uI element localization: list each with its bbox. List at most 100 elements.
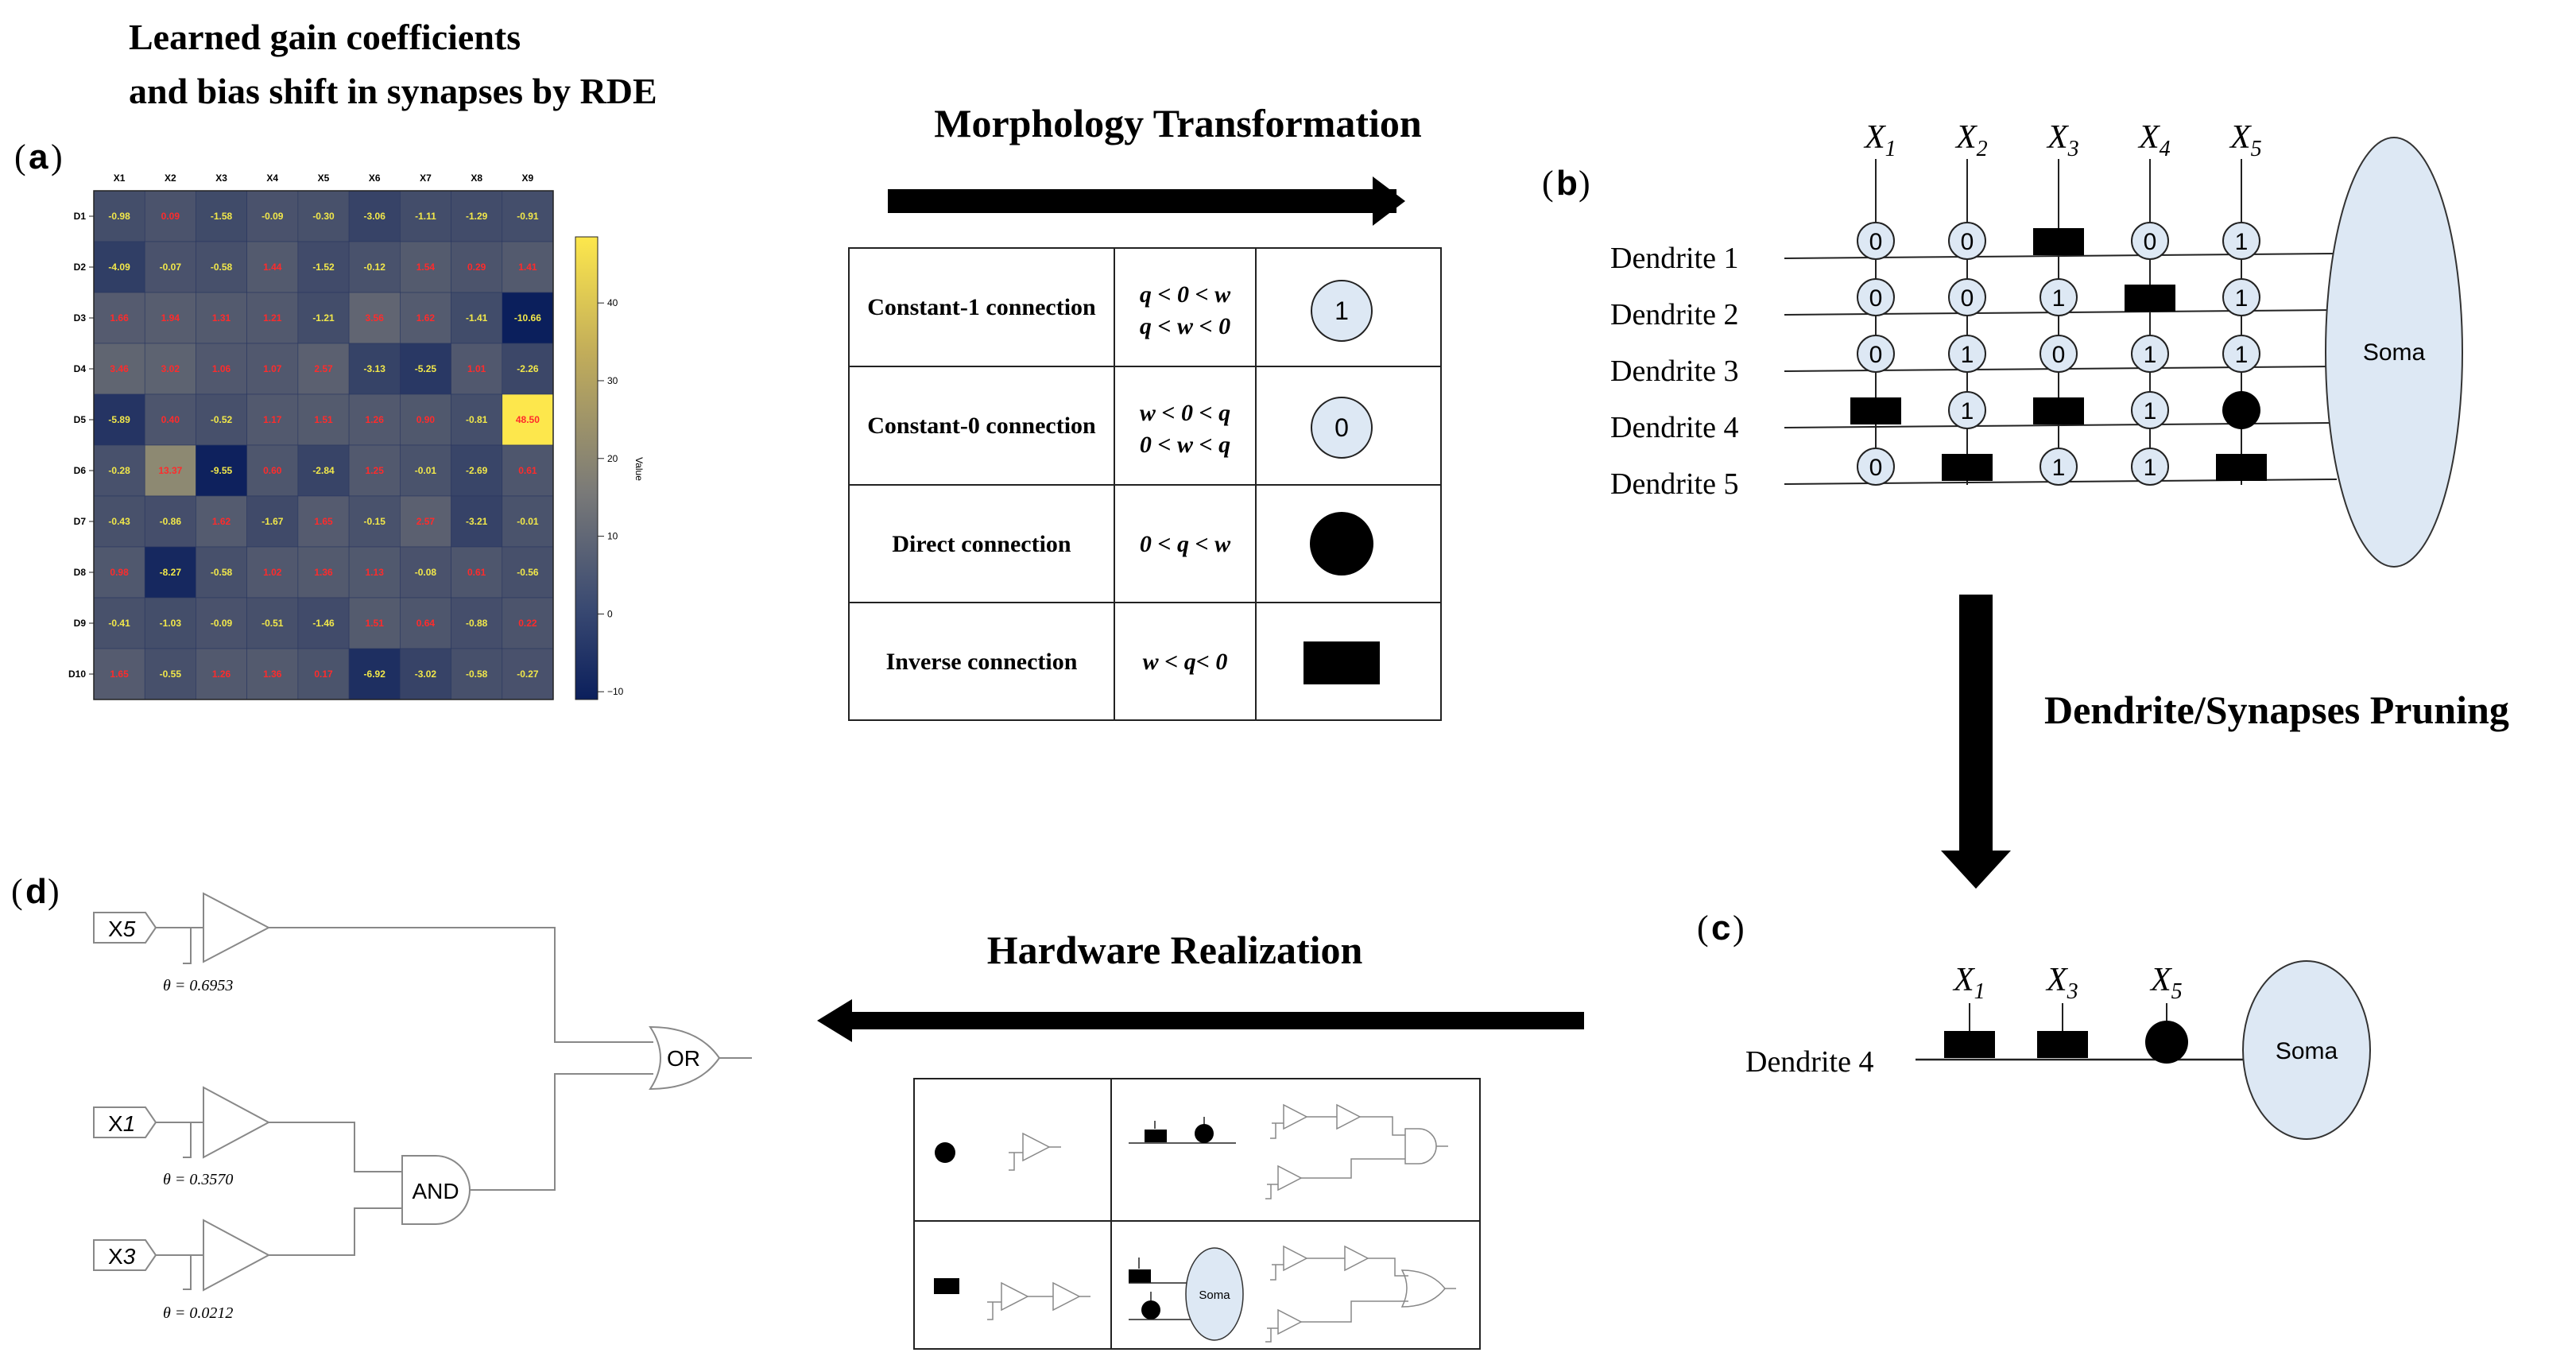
heatmap-row-d6: D6	[74, 465, 87, 476]
heatmap-cell	[196, 546, 247, 599]
colorbar-tick: 30	[607, 375, 618, 386]
heatmap-cell-value: 0.40	[161, 414, 180, 425]
theta-x3: θ = 0.0212	[163, 1304, 233, 1322]
heatmap-cell	[297, 190, 350, 242]
pruning-label: Dendrite/Synapses Pruning	[2044, 688, 2509, 732]
constant-one-symbol	[1311, 280, 1373, 342]
heatmap-cell	[400, 393, 451, 446]
heatmap-cell-value: -6.92	[364, 668, 386, 680]
colorbar-tick: −10	[607, 686, 624, 697]
morph-row1-name: Constant-1 connection	[867, 294, 1096, 320]
dendrite-1-label: Dendrite 1	[1610, 242, 1738, 275]
heatmap-cell-value: 0.61	[467, 567, 486, 578]
panel-label-c-text: c	[1711, 909, 1730, 948]
synapse-value: 1	[2052, 285, 2066, 312]
heatmap-col-x2: X2	[165, 172, 176, 184]
heatmap-cell-value: -0.98	[108, 211, 130, 222]
heatmap-row-d8: D8	[74, 567, 87, 578]
morph-row3-cond1: 0 < q < w	[1140, 531, 1231, 557]
heatmap-cell	[451, 393, 503, 446]
synapse-constant-zero	[1948, 278, 1986, 316]
heatmap-cell-value: -0.51	[261, 618, 284, 629]
heatmap-cell	[246, 190, 299, 242]
heatmap-cell-value: 1.51	[314, 414, 333, 425]
panel-c-input-x3: X3	[2045, 962, 2078, 1004]
heatmap-cell	[246, 648, 299, 700]
hw-or-circuit	[1265, 1245, 1456, 1343]
morph-row4-cond1: w < q< 0	[1143, 649, 1228, 675]
panel-label-b: ( b )	[1542, 164, 1590, 203]
heatmap-row-d1: D1	[74, 211, 87, 222]
panel-c-input-x1: X1	[1952, 962, 1985, 1004]
heatmap-cell	[196, 495, 247, 548]
heatmap-cell-value: 1.62	[416, 312, 436, 324]
input-x5-label: X5	[108, 917, 136, 941]
heatmap-cell-value: -0.15	[364, 516, 386, 527]
and-gate: AND	[401, 1155, 471, 1225]
heatmap-cell	[502, 241, 554, 293]
colorbar-tick: 10	[607, 531, 618, 542]
heatmap-col-x3: X3	[215, 172, 227, 184]
heatmap-cell-value: -5.25	[415, 363, 437, 374]
heatmap-cell-value: -0.56	[517, 567, 539, 578]
synapse-inverse	[1850, 397, 1901, 424]
heatmap-cell	[246, 241, 299, 293]
heatmap-cell-value: 1.31	[212, 312, 231, 324]
heatmap-cell-value: 0.09	[161, 211, 180, 222]
theta-x1: θ = 0.3570	[163, 1171, 233, 1188]
heatmap-cell-value: 1.21	[263, 312, 282, 324]
heatmap-cell-value: -4.09	[108, 262, 130, 273]
heatmap-frame	[93, 190, 554, 700]
heatmap-cell-value: 1.44	[263, 262, 282, 273]
heatmap-cell-value: 1.07	[263, 363, 282, 374]
hw-comparator-2	[987, 1281, 1090, 1320]
synapse-constant-one	[2131, 391, 2169, 429]
svg-text:(: (	[14, 138, 26, 176]
heatmap-cell	[502, 343, 554, 395]
heatmap-cell	[196, 444, 247, 497]
heatmap-cell	[502, 292, 554, 344]
heatmap-cell-value: -0.43	[108, 516, 130, 527]
heatmap-cell-value: 0.29	[467, 262, 486, 273]
synapse-value: 1	[2144, 398, 2157, 424]
heatmap-cell-value: 0.61	[518, 465, 537, 476]
heatmap-cell-value: 1.25	[366, 465, 385, 476]
heatmap-cell-value: 1.06	[212, 363, 231, 374]
heatmap-cell-value: -0.12	[364, 262, 386, 273]
heatmap-cell-value: 3.02	[161, 363, 180, 374]
heatmap-cell	[348, 444, 401, 497]
synapse-inverse	[2216, 454, 2267, 481]
synapse-value: 1	[2235, 342, 2249, 368]
heatmap-cell-value: 0.60	[263, 465, 282, 476]
heatmap-cell-value: -3.13	[364, 363, 386, 374]
synapse-constant-one	[2222, 222, 2260, 260]
morph-row3-name: Direct connection	[892, 531, 1071, 557]
heatmap-cell-value: -0.07	[160, 262, 182, 273]
heatmap-cell-value: 1.13	[366, 567, 385, 578]
heatmap-cell-value: 3.46	[110, 363, 129, 374]
heatmap-cell	[246, 393, 299, 446]
heatmap-cell	[451, 648, 503, 700]
hardware-section: Hardware Realization	[817, 928, 1584, 1350]
heatmap-cell	[196, 292, 247, 344]
morph-row1-symbol: 1	[1334, 296, 1349, 325]
heatmap-col-x4: X4	[266, 172, 278, 184]
heatmap-cell	[502, 648, 554, 700]
heatmap-cell	[297, 241, 350, 293]
heatmap-cell	[144, 343, 196, 395]
heatmap-cell	[246, 292, 299, 344]
heatmap-cell-value: -0.52	[211, 414, 233, 425]
input-x1-label: X1	[108, 1111, 135, 1136]
heatmap-cell-value: 0.64	[416, 618, 436, 629]
synapse-value: 1	[2235, 229, 2249, 255]
panel-label-a-text: a	[29, 138, 48, 176]
heatmap-cell-value: -0.01	[517, 516, 539, 527]
synapse-value: 0	[2144, 229, 2157, 255]
heatmap-cell	[348, 292, 401, 344]
dendrite-4-label: Dendrite 4	[1610, 411, 1738, 444]
synapse-constant-one	[2131, 448, 2169, 486]
